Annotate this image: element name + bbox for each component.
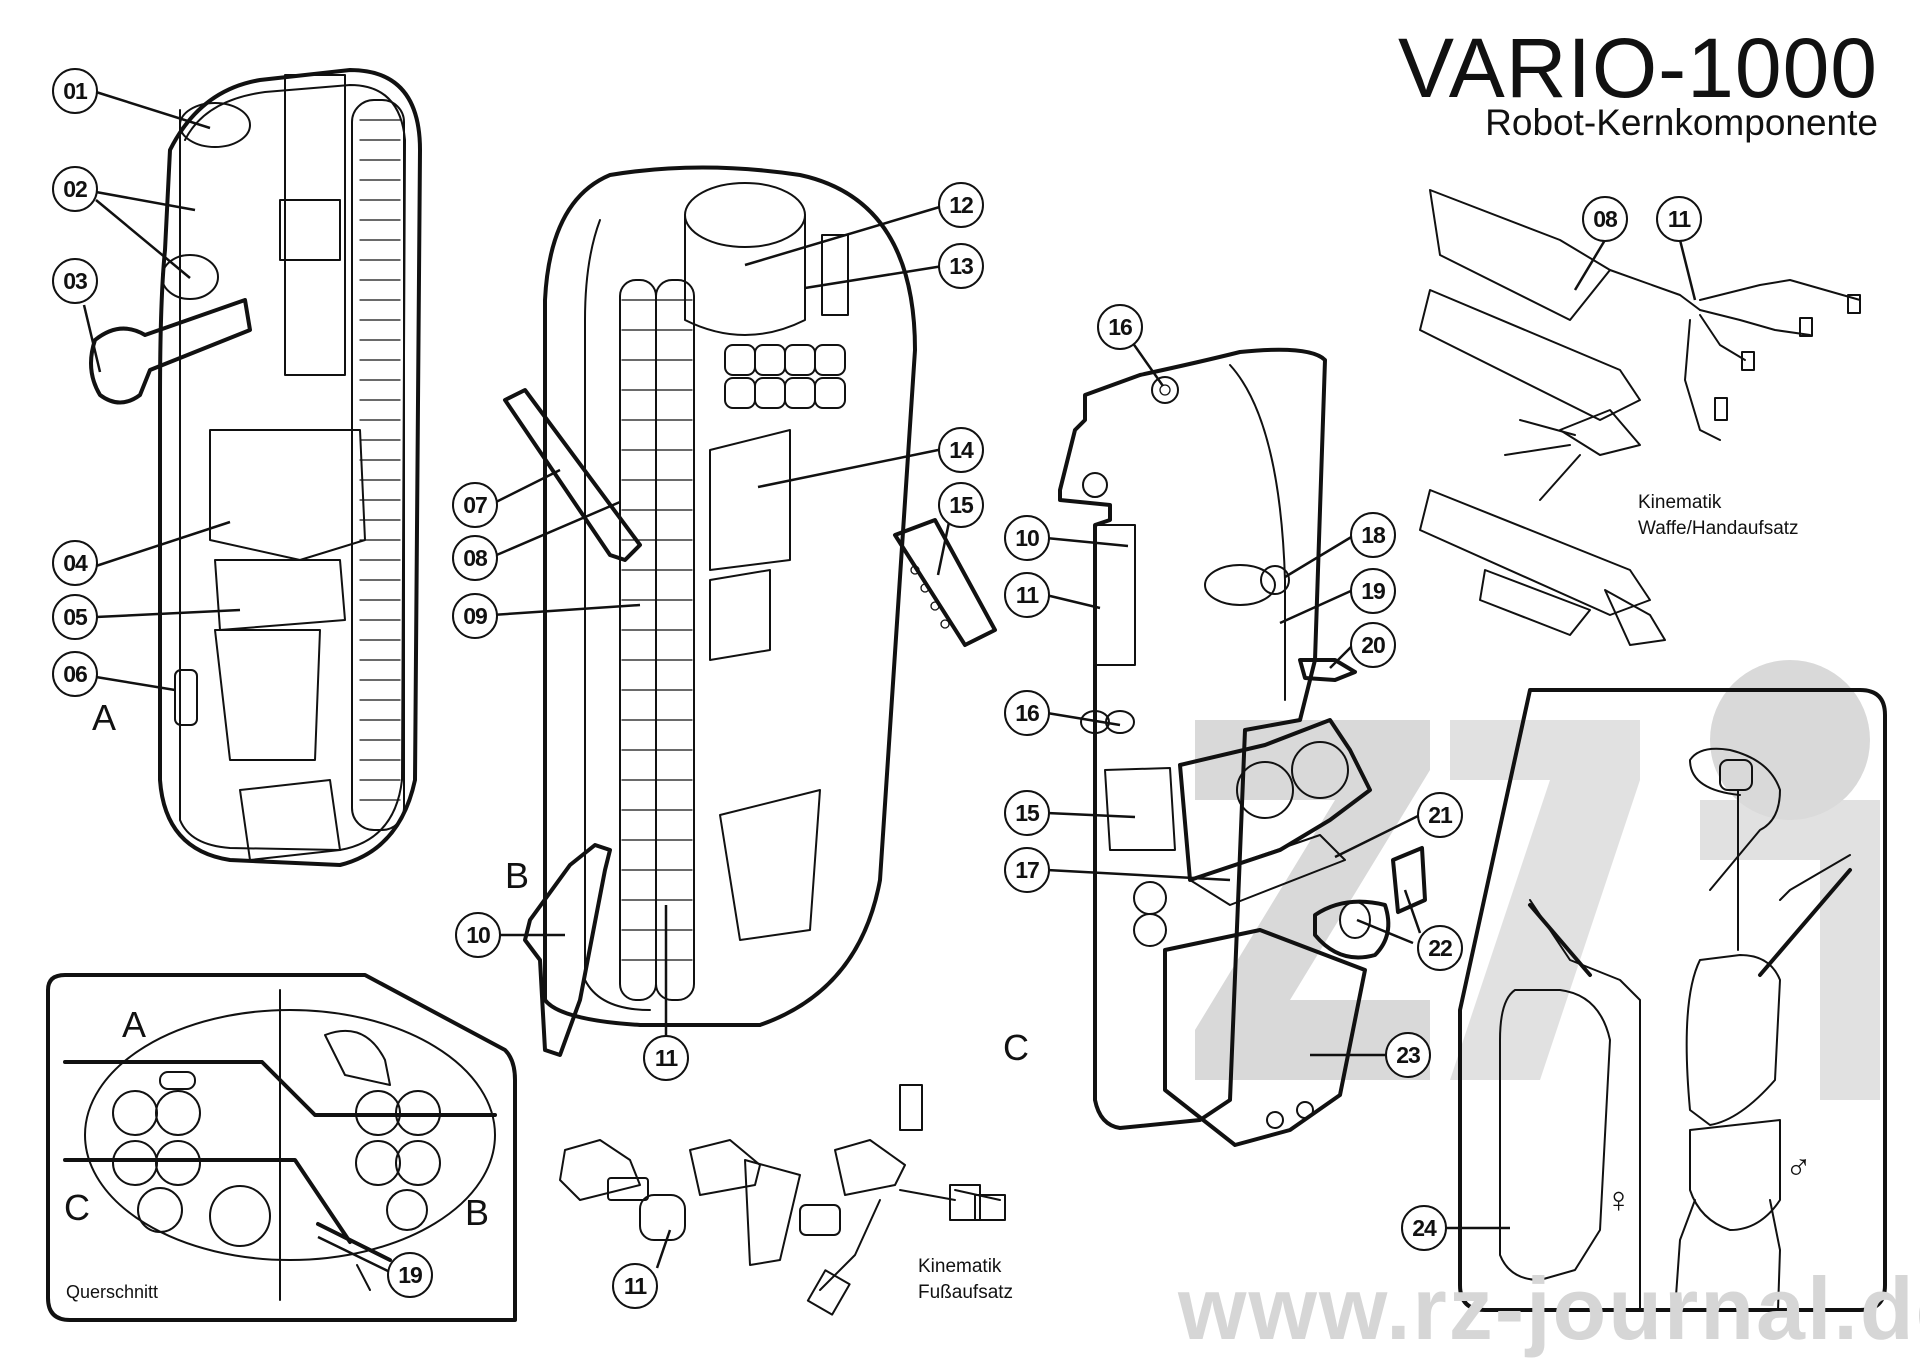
callout-07: 07 bbox=[452, 482, 498, 528]
callout-24: 24 bbox=[1401, 1205, 1447, 1251]
callout-22: 22 bbox=[1417, 925, 1463, 971]
callout-13: 13 bbox=[938, 243, 984, 289]
callout-20: 20 bbox=[1350, 622, 1396, 668]
callout-23: 23 bbox=[1385, 1032, 1431, 1078]
callout-05: 05 bbox=[52, 594, 98, 640]
callout-04: 04 bbox=[52, 540, 98, 586]
foot-kinematics-drawing bbox=[559, 1084, 1006, 1316]
callout-19-cross-section: 19 bbox=[387, 1252, 433, 1298]
page-subtitle: Robot-Kernkomponente bbox=[1485, 102, 1878, 143]
foot-kinematics-caption-line2: Fußaufsatz bbox=[918, 1281, 1014, 1303]
callout-12: 12 bbox=[938, 182, 984, 228]
callout-03: 03 bbox=[52, 258, 98, 304]
cable-column bbox=[351, 99, 405, 831]
watermark-url: www.rz-journal.de bbox=[1178, 1259, 1920, 1358]
hand-kinematics-caption-line2: Waffe/Handaufsatz bbox=[1638, 517, 1799, 539]
view-c-letter: C bbox=[1003, 1027, 1029, 1068]
callout-16-top: 16 bbox=[1097, 304, 1143, 350]
hand-kinematics-caption: Kinematik Waffe/Handaufsatz bbox=[1638, 490, 1799, 541]
callout-11-c: 11 bbox=[1004, 572, 1050, 618]
battery-cells bbox=[724, 344, 846, 409]
hand-kinematics-drawing bbox=[1419, 189, 1861, 646]
callout-08: 08 bbox=[452, 535, 498, 581]
callout-08-hand: 08 bbox=[1582, 196, 1628, 242]
callout-21: 21 bbox=[1417, 792, 1463, 838]
callout-19-c: 19 bbox=[1350, 568, 1396, 614]
view-b-drawing bbox=[503, 165, 997, 1057]
page-title: VARIO-1000 bbox=[1398, 21, 1878, 115]
view-c-drawing bbox=[1058, 347, 1427, 1147]
cross-section-letter-a: A bbox=[122, 1004, 147, 1045]
cross-section-drawing bbox=[46, 973, 517, 1322]
male-symbol: ♂ bbox=[1785, 1145, 1812, 1186]
callout-14: 14 bbox=[938, 427, 984, 473]
callout-10-c: 10 bbox=[1004, 515, 1050, 561]
callout-02: 02 bbox=[52, 166, 98, 212]
foot-kinematics-caption-line1: Kinematik bbox=[918, 1256, 1002, 1277]
callout-06: 06 bbox=[52, 651, 98, 697]
cross-section-letter-b: B bbox=[465, 1192, 490, 1233]
callout-11-hand: 11 bbox=[1656, 196, 1702, 242]
callout-16-bottom: 16 bbox=[1004, 690, 1050, 736]
view-a-letter: A bbox=[92, 697, 117, 738]
foot-kinematics-caption: Kinematik Fußaufsatz bbox=[918, 1254, 1013, 1305]
watermark-logo bbox=[1195, 660, 1880, 1100]
callout-17: 17 bbox=[1004, 847, 1050, 893]
view-b-letter: B bbox=[505, 855, 530, 896]
callout-15-c: 15 bbox=[1004, 790, 1050, 836]
callout-11: 11 bbox=[643, 1035, 689, 1081]
hand-kinematics-caption-line1: Kinematik bbox=[1638, 492, 1722, 513]
body-panel-drawing bbox=[1458, 688, 1887, 1312]
callout-18: 18 bbox=[1350, 512, 1396, 558]
callout-15: 15 bbox=[938, 482, 984, 528]
cross-section-letter-c: C bbox=[64, 1187, 90, 1228]
cross-section-caption: Querschnitt bbox=[66, 1282, 159, 1302]
callout-11-foot: 11 bbox=[612, 1263, 658, 1309]
callout-09: 09 bbox=[452, 593, 498, 639]
view-a-drawing bbox=[89, 68, 422, 867]
callout-10: 10 bbox=[455, 912, 501, 958]
callout-01: 01 bbox=[52, 68, 98, 114]
female-symbol: ♀ bbox=[1605, 1179, 1632, 1220]
